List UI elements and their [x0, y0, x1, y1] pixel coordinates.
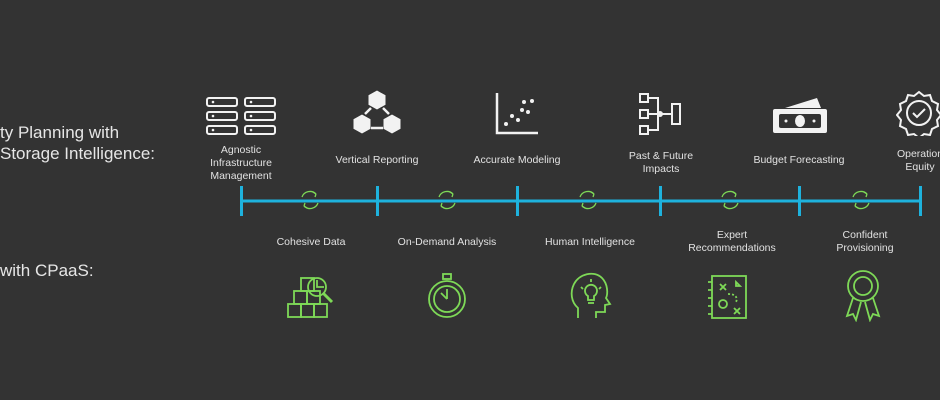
- head-lightbulb-icon: [570, 272, 612, 318]
- step-label: Vertical Reporting: [335, 154, 419, 166]
- timeline-tick: [516, 186, 519, 216]
- step-label: Expert Recommendations: [688, 229, 776, 254]
- cycle-arrows-icon: [852, 190, 870, 210]
- bottom-section-title: with CPaaS:: [0, 261, 94, 280]
- timeline-tick: [798, 186, 801, 216]
- timeline-tick: [240, 186, 243, 216]
- top-section-title-line1: ty Planning with: [0, 123, 120, 142]
- cycle-arrows-icon: [721, 190, 739, 210]
- top-section-title: ty Planning with Storage Intelligence:: [0, 122, 155, 164]
- step-label: Budget Forecasting: [753, 154, 845, 166]
- strategy-board-icon: [708, 275, 747, 319]
- cycle-arrows-icon: [438, 190, 456, 210]
- cubes-network-icon: [352, 89, 402, 135]
- cycle-arrows-icon: [301, 190, 319, 210]
- server-rack-icon: [206, 97, 276, 135]
- award-ribbon-icon: [845, 270, 881, 322]
- flow-diagram-icon: [639, 93, 681, 135]
- step-label: On-Demand Analysis: [397, 236, 497, 248]
- scatter-plot-icon: [495, 93, 538, 135]
- step-label: Agnostic Infrastructure Management: [210, 144, 272, 182]
- stopwatch-icon: [428, 273, 466, 318]
- step-label: Operation Equity: [896, 148, 940, 173]
- timeline-tick: [659, 186, 662, 216]
- step-label: Cohesive Data: [276, 236, 346, 248]
- cycle-arrows-icon: [579, 190, 597, 210]
- cash-stack-icon: [773, 98, 827, 133]
- verified-badge-icon: [896, 90, 940, 136]
- step-label: Confident Provisioning: [836, 229, 894, 254]
- boxes-magnifier-icon: [287, 277, 334, 318]
- step-label: Past & Future Impacts: [628, 150, 694, 175]
- step-label: Human Intelligence: [545, 236, 635, 248]
- step-label: Accurate Modeling: [473, 154, 561, 166]
- timeline-tick: [919, 186, 922, 216]
- timeline-tick: [376, 186, 379, 216]
- top-section-title-line2: Storage Intelligence:: [0, 144, 155, 163]
